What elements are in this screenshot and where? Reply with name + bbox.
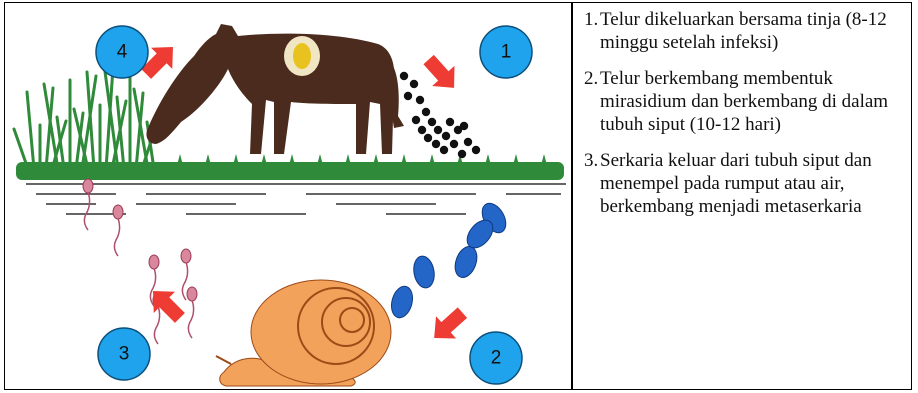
step-item-2: 2. Telur berkembang membentuk mirasidium… [584,67,902,136]
egg [422,108,430,116]
grass-blade [316,154,324,169]
egg [446,118,454,126]
badge-1: 1 [480,26,532,78]
grass-blade [27,92,34,169]
egg [472,146,480,154]
cycle-arrow [424,301,472,349]
cercaria-tail [154,306,159,344]
cow [146,24,404,154]
grass-blade [204,154,212,169]
egg [440,146,448,154]
egg [424,134,432,142]
grass-blade [288,154,296,169]
step-number: 2. [584,67,600,136]
grass-blade [512,154,520,169]
cercaria [181,249,191,263]
grass-blade [176,154,184,169]
cercaria [149,255,159,269]
egg [404,92,412,100]
svg-text:4: 4 [117,42,128,63]
cercaria-tail [84,192,89,230]
svg-text:3: 3 [119,344,130,365]
egg [428,118,436,126]
miracidium [411,255,436,290]
egg [400,72,408,80]
egg [410,80,418,88]
grass-blade [344,154,352,169]
step-number: 1. [584,8,600,54]
cycle-arrow [417,50,465,98]
egg [458,150,466,158]
grass-blade [428,154,436,169]
badge-2: 2 [470,332,522,384]
egg [418,126,426,134]
grass-blade [400,154,408,169]
egg [432,140,440,148]
step-list: 1. Telur dikeluarkan bersama tinja (8-12… [584,8,902,231]
egg [450,140,458,148]
grass-blade [540,154,548,169]
cercaria-tail [188,300,193,338]
miracidium [451,244,481,281]
step-number: 3. [584,149,600,218]
egg [434,126,442,134]
cercaria-tail [114,218,119,256]
grass-blade [372,154,380,169]
egg [416,96,424,104]
miracidium [388,284,416,320]
svg-text:1: 1 [501,42,512,63]
cercaria [113,205,123,219]
snail [216,280,391,386]
step-item-1: 1. Telur dikeluarkan bersama tinja (8-12… [584,8,902,54]
egg [412,116,420,124]
miracidia [388,199,510,320]
egg [464,138,472,146]
svg-text:2: 2 [491,348,502,369]
grass-blade [260,154,268,169]
column-divider [571,2,573,390]
egg [442,132,450,140]
grass-blade [484,154,492,169]
step-text: Serkaria keluar dari tubuh siput dan men… [600,149,902,218]
grass-blade [232,154,240,169]
egg [460,122,468,130]
step-text: Telur berkembang membentuk mirasidium da… [600,67,902,136]
badge-3: 3 [98,328,150,380]
cercaria [187,287,197,301]
life-cycle-illustration: 1 2 3 4 [6,4,570,388]
step-text: Telur dikeluarkan bersama tinja (8-12 mi… [600,8,902,54]
step-item-3: 3. Serkaria keluar dari tubuh siput dan … [584,149,902,218]
cercaria [83,179,93,193]
badge-4: 4 [96,26,148,78]
